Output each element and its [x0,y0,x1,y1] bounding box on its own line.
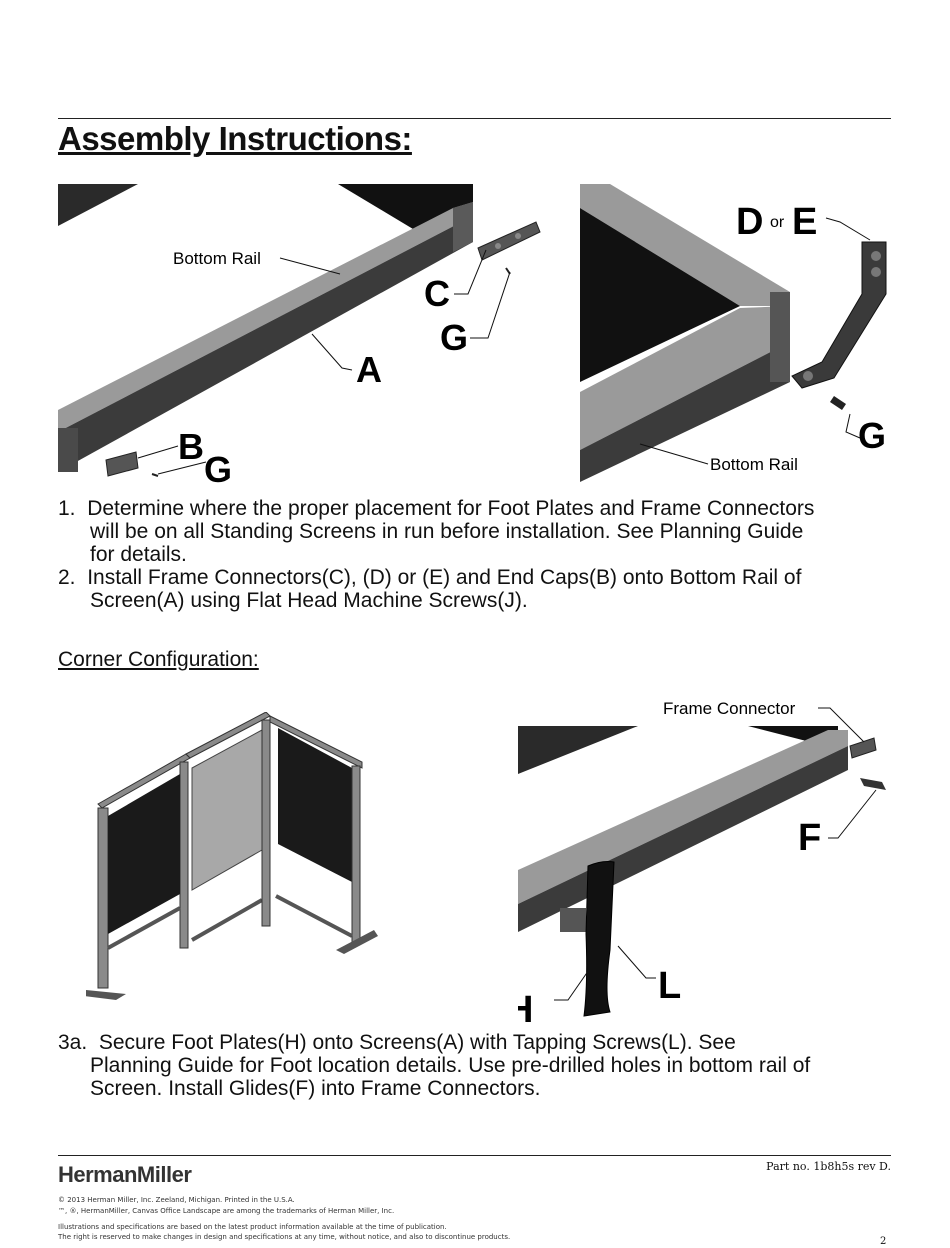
label-l: L [658,965,681,1007]
label-b: B [178,426,204,467]
label-d: D [736,201,763,243]
step-3a-line-1: Secure Foot Plates(H) onto Screens(A) wi… [98,1031,736,1054]
brand-logo-part-1: Herman [58,1162,137,1187]
page-title: Assembly Instructions: [58,120,412,157]
trademark-text: ™, ®, HermanMiller, Canvas Office Landsc… [58,1207,395,1215]
label-g-end-cap: G [204,449,232,490]
top-divider [58,118,891,119]
figure-bottom-rail-connector: Bottom Rail A B G C G [58,184,541,490]
label-c: C [424,273,450,314]
label-g: G [858,415,886,456]
footer-divider [58,1155,891,1156]
label-g-connector: G [440,317,468,358]
disclaimer-line-1: Illustrations and specifications are bas… [58,1223,447,1231]
brand-logo: HermanMiller [58,1162,192,1188]
page-number: 2 [880,1236,887,1247]
label-h: H [518,989,533,1024]
figure-corner-screens [86,712,378,1000]
copyright-text: © 2013 Herman Miller, Inc. Zeeland, Mich… [58,1196,295,1204]
label-bottom-rail: Bottom Rail [173,249,261,268]
step-1-number: 1. [58,497,76,520]
step-3a-number: 3a. [58,1031,88,1054]
step-2: 2. Install Frame Connectors(C), (D) or (… [58,566,898,612]
step-1-line-2: will be on all Standing Screens in run b… [90,520,804,543]
brand-logo-part-2: Miller [136,1162,192,1187]
step-3a-line-2: Planning Guide for Foot location details… [90,1054,811,1077]
step-1-line-1: Determine where the proper placement for… [87,497,815,520]
label-bottom-rail-2: Bottom Rail [710,455,798,474]
corner-configuration-heading: Corner Configuration: [58,648,259,671]
label-frame-connector: Frame Connector [663,699,796,718]
label-f: F [798,817,821,859]
step-2-line-1: Install Frame Connectors(C), (D) or (E) … [87,566,802,589]
step-3a-line-3: Screen. Install Glides(F) into Frame Con… [90,1077,541,1100]
step-3a: 3a. Secure Foot Plates(H) onto Screens(A… [58,1031,898,1100]
step-2-line-2: Screen(A) using Flat Head Machine Screws… [90,589,528,612]
part-number: Part no. 1b8h5s rev D. [766,1160,891,1173]
step-2-number: 2. [58,566,76,589]
label-e: E [792,201,817,243]
figure-corner-connector: D or E G Bottom Rail [580,184,887,482]
label-or: or [770,214,785,231]
step-1-line-3: for details. [90,543,187,566]
label-a: A [356,349,382,390]
step-1: 1. Determine where the proper placement … [58,497,898,566]
disclaimer-line-2: The right is reserved to make changes in… [58,1233,511,1241]
figure-foot-plate: Frame Connector F H L [518,699,886,1024]
